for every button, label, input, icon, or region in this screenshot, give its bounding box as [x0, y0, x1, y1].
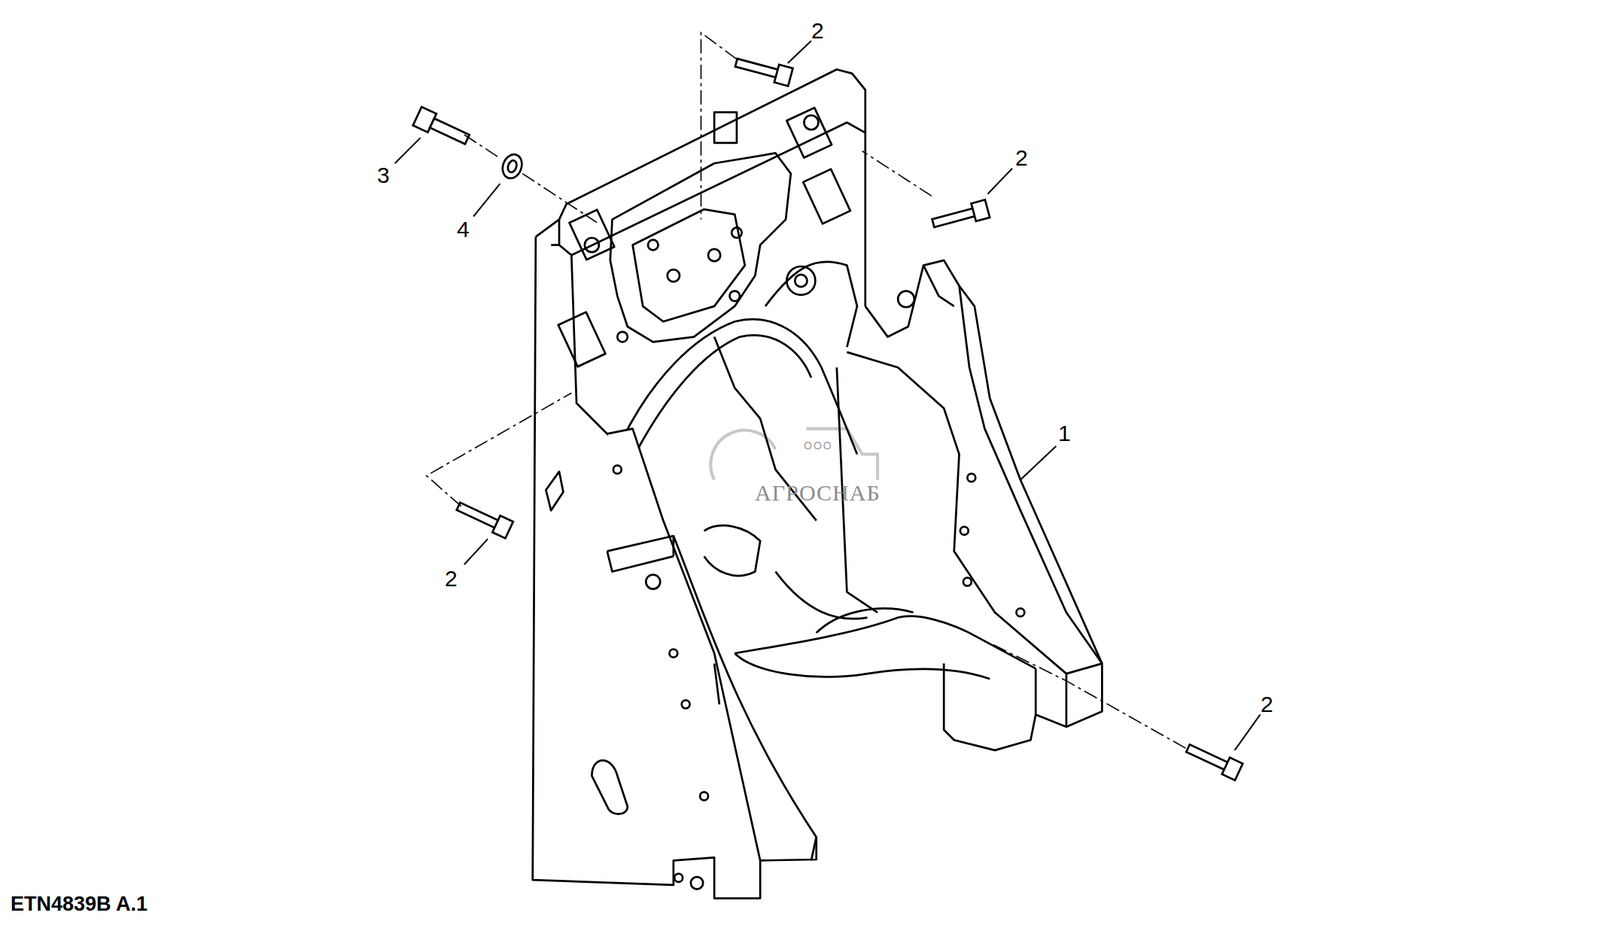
callout-number: 1 — [1058, 422, 1071, 445]
callout-number: 2 — [1015, 146, 1029, 170]
watermark-text: АГРОСНАБ — [754, 481, 881, 505]
callout-number: 2 — [444, 567, 458, 591]
callout-number: 3 — [377, 164, 390, 187]
callout-number: 4 — [456, 218, 470, 241]
callout-number: 2 — [811, 19, 825, 43]
callout-number: 2 — [1260, 693, 1274, 716]
watermark-text: ООО — [803, 440, 834, 451]
figure-code: ETN4839B A.1 — [10, 894, 148, 915]
